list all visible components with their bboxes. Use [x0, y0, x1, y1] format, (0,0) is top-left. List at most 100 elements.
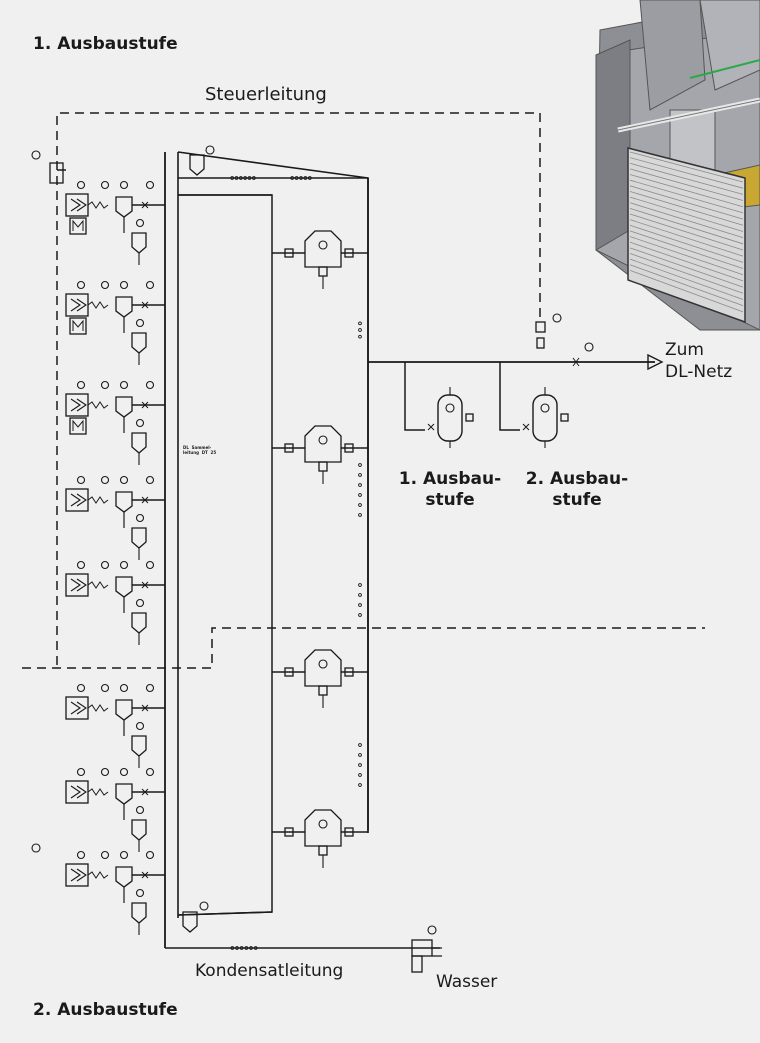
compressor-body [65, 293, 89, 317]
unit-valve [141, 871, 149, 879]
stage-divider-line [22, 627, 705, 669]
drain-chain-mark [244, 946, 249, 950]
receiver-2-label: 2. Ausbau- stufe [522, 469, 632, 512]
unit-valve [141, 788, 149, 796]
separator-marker [119, 683, 129, 693]
valve-marker [145, 280, 155, 290]
cooler-coil [87, 301, 109, 309]
shutter-slat [629, 269, 744, 313]
shutter-slat [629, 174, 744, 208]
dryer-units [272, 230, 368, 868]
drain-chain-mark [234, 176, 239, 180]
stage-2-title: 2. Ausbaustufe [33, 1000, 178, 1020]
compressor-symbol [70, 868, 87, 882]
cooler-coil [87, 871, 109, 879]
cooler-marker [100, 850, 110, 860]
drain-chain-mark [239, 946, 244, 950]
outlet-sensor-marker [552, 313, 562, 323]
water-label: Wasser [436, 972, 498, 992]
drain-chain-mark [358, 593, 362, 597]
outlet-valve [572, 357, 580, 367]
receiver-1-branch [404, 362, 425, 431]
control-unit-box [49, 162, 64, 184]
drain-trap [131, 432, 147, 454]
compressor-marker [76, 850, 86, 860]
unit-valve [141, 581, 149, 589]
drain-chain-mark [358, 753, 362, 757]
drain-chain-mark [358, 613, 362, 617]
dryer-outlet-filter [344, 667, 354, 677]
trap-marker [135, 598, 145, 608]
separator-marker [427, 925, 437, 935]
separator-body [115, 196, 133, 218]
shutter-slat [629, 207, 744, 245]
dryer-filter [284, 827, 294, 837]
motor-symbol [72, 219, 84, 231]
drain-chain-mark [358, 773, 362, 777]
header-trap-top [189, 154, 205, 176]
receiver-marker [445, 403, 455, 413]
receiver-marker [540, 403, 550, 413]
dryer-filter [284, 667, 294, 677]
receiver-2-label-line1: 2. Ausbau- [525, 469, 629, 489]
dryer-drain-box [318, 845, 328, 856]
drain-chain-mark [299, 176, 303, 180]
shutter-slat [629, 213, 744, 251]
drain-chain-mark [290, 176, 295, 180]
receiver-valve [427, 423, 435, 431]
receiver-1-label: 1. Ausbau- stufe [395, 469, 505, 512]
separator-marker [119, 380, 129, 390]
compressor-body [65, 393, 89, 417]
drain-chain-mark [358, 583, 362, 587]
compressor-marker [76, 683, 86, 693]
control-line-main [56, 112, 541, 665]
receiver-gauge [465, 413, 474, 422]
cooler-coil [87, 581, 109, 589]
drain-chain-mark [307, 176, 312, 180]
unit-valve [141, 401, 149, 409]
drain-chain-mark [358, 321, 362, 326]
dryer-marker [318, 240, 328, 250]
drain-trap [131, 612, 147, 634]
cooler-marker [100, 475, 110, 485]
dryer-marker [318, 819, 328, 829]
drain-chain-mark [358, 328, 362, 332]
cooler-coil [87, 788, 109, 796]
top-collector [177, 151, 369, 179]
shutter-slat [629, 162, 744, 195]
drain-trap [131, 819, 147, 841]
compressor-symbol [70, 198, 87, 212]
motor-box [69, 317, 87, 335]
top-collector-run [178, 177, 369, 830]
drain-chain-mark [358, 603, 362, 607]
receiver-tanks [427, 387, 569, 448]
drain-chain-mark [358, 483, 362, 487]
dryer-body [304, 230, 342, 268]
dryer-body [304, 425, 342, 463]
compressor-body [65, 488, 89, 512]
drain-chain-mark [294, 176, 299, 180]
compressor-symbol [70, 298, 87, 312]
inner-loop [177, 194, 273, 916]
cooler-marker [100, 280, 110, 290]
drain-chain-mark [358, 513, 362, 517]
receiver-1-label-line2: stufe [425, 490, 475, 511]
receiver-valve [522, 423, 530, 431]
unit-valve [141, 496, 149, 504]
drain-chain-mark [238, 176, 243, 180]
oil-water-separator-base [411, 955, 423, 973]
receiver-2-label-line2: stufe [552, 490, 602, 511]
dryer-body [304, 649, 342, 687]
outlet-sensor-body [536, 337, 545, 349]
drain-chain-mark [243, 176, 248, 180]
dryer-drain-box [318, 461, 328, 472]
motor-box [69, 217, 87, 235]
shutter-slat [629, 241, 744, 282]
shutter-slat [629, 202, 744, 239]
compressor-symbol [70, 785, 87, 799]
separator-marker [119, 560, 129, 570]
control-line-label: Steuerleitung [205, 84, 327, 105]
dryer-outlet-filter [344, 443, 354, 453]
compressor-body [65, 863, 89, 887]
